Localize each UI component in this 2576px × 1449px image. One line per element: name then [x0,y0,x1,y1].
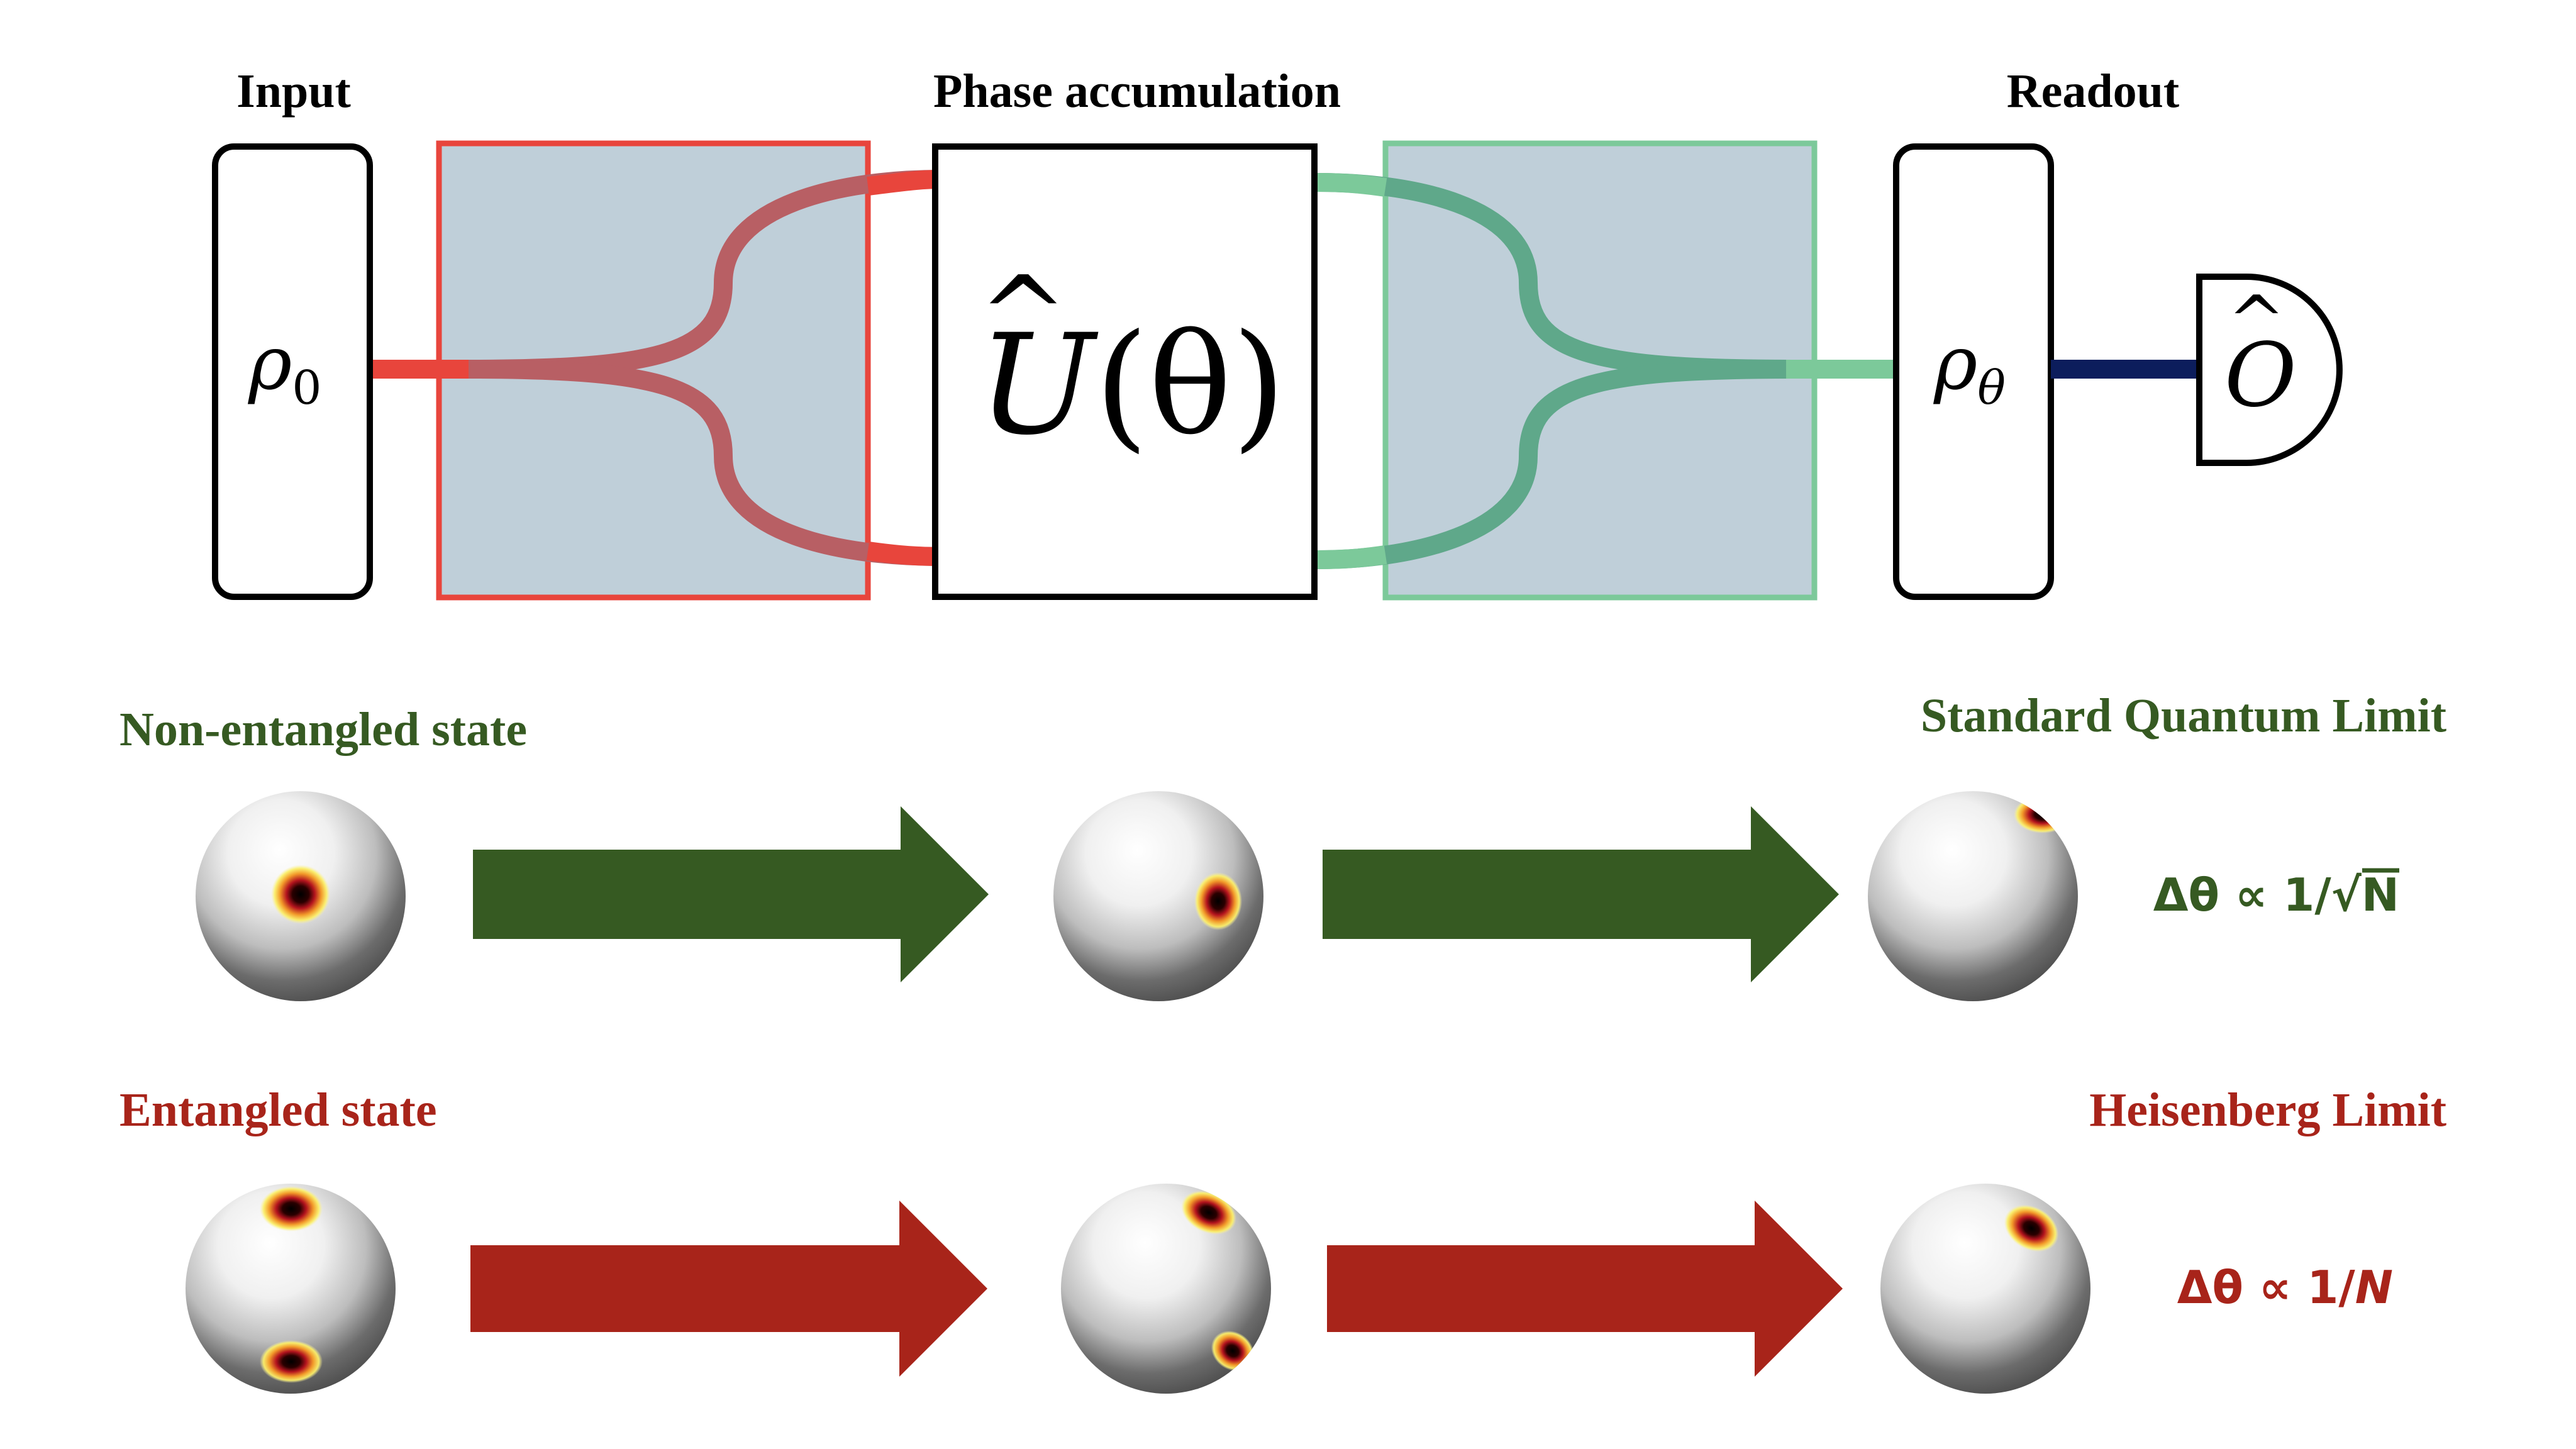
observable-symbol: O [2224,325,2297,427]
bloch-sphere-icon [1868,791,2078,1001]
detector-icon: O ^ [2196,274,2343,466]
input-title: Input [236,65,351,118]
green-upper-connector [1314,173,1387,197]
unitary-box [932,143,1318,600]
green-lower-connector [1314,545,1387,569]
bloch-sphere-icon [1880,1184,2090,1394]
entangled-label: Entangled state [119,1084,437,1136]
red-upper-path [468,170,941,379]
heisenberg-formula: Δθ ∝ 1/N [2177,1261,2393,1314]
standard-quantum-limit-label: Standard Quantum Limit [1921,689,2446,742]
red-lower-path [468,360,941,566]
bloch-sphere-icon [196,791,406,1001]
red-arrow [470,1201,987,1377]
readout-state-symbol: ρθ [1933,319,2006,415]
input-state-box [212,143,373,600]
green-arrow [1323,806,1839,982]
bloch-sphere-icon [1061,1184,1271,1394]
non-entangled-label: Non-entangled state [119,703,527,756]
green-lower-path [1317,360,1793,569]
bloch-sphere-icon [1053,791,1263,1001]
green-arrow [473,806,989,982]
unitary-hat: ^ [979,253,1068,378]
phase-accumulation-title: Phase accumulation [933,65,1341,118]
red-arrow [1327,1201,1843,1377]
green-upper-path [1317,173,1793,379]
readout-title: Readout [2007,65,2179,118]
bloch-sphere-icon [186,1184,396,1394]
heisenberg-limit-label: Heisenberg Limit [2089,1084,2446,1136]
observable-hat: ^ [2228,280,2285,361]
input-state-symbol: ρ0 [247,319,321,415]
unitary-symbol: U(θ) [978,304,1286,465]
sql-formula: Δθ ∝ 1/√N [2153,869,2399,921]
